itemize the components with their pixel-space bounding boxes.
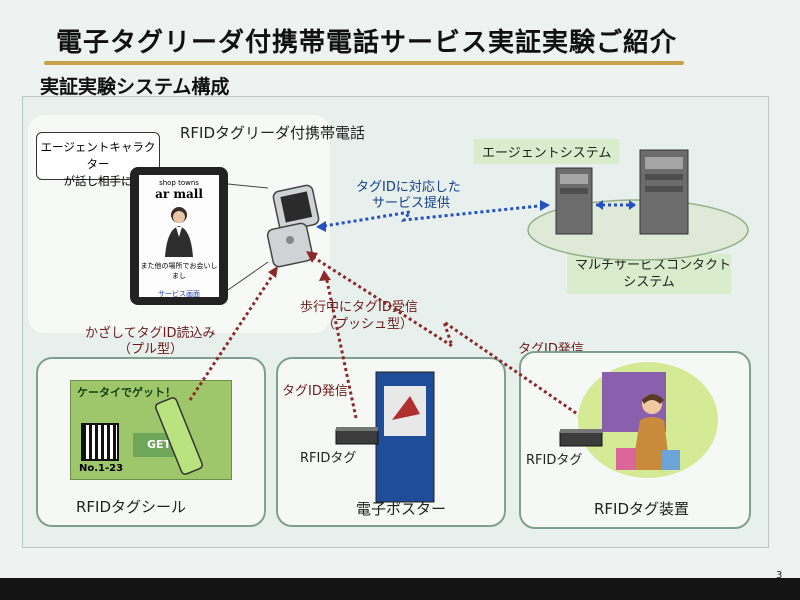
agent-bubble-line1: エージェントキャラクター <box>40 140 156 171</box>
tag-send-label-poster: タグID発信 <box>282 384 348 399</box>
handset-display: shop towns ar mall また他の場所でお会いしまし サービス画面 <box>139 175 219 297</box>
phone-label: RFIDタグリーダ付携帯電話 <box>180 124 366 142</box>
digital-poster-icon <box>375 371 435 503</box>
service-link-arrow <box>317 203 549 229</box>
rfid-reader-poster-icon <box>335 427 379 445</box>
handset-message: また他の場所でお会いしまし <box>140 262 218 280</box>
page-title: 電子タグリーダ付携帯電話サービス実証実験ご紹介 <box>56 28 678 58</box>
mall-title: ar mall <box>155 187 203 201</box>
handset-screen: shop towns ar mall また他の場所でお会いしまし サービス画面 <box>130 167 228 305</box>
seal-card-title: ケータイでゲット！ <box>77 386 176 399</box>
walking-label-2: （プッシュ型） <box>322 317 414 332</box>
multi-service-line2: システム <box>623 275 675 290</box>
pull-label-1: かざしてタグID読込み <box>85 326 216 341</box>
screen-pointer <box>227 261 269 291</box>
tag-seal-card: ケータイでゲット！ No.1-23 GET <box>70 380 232 480</box>
server-icon-right <box>639 149 689 235</box>
pull-label-2: （プル型） <box>118 342 184 357</box>
mobile-phone-icon <box>266 184 320 268</box>
multi-service-label: マルチサービスコンタクト システム <box>567 254 731 294</box>
slide: 電子タグリーダ付携帯電話サービス実証実験ご紹介 実証実験システム構成 RFIDタ… <box>0 0 800 580</box>
service-link-label-2: サービス提供 <box>372 196 451 211</box>
bubble-pointer <box>227 183 269 189</box>
title-underline <box>44 61 684 65</box>
service-link-label-1: タグIDに対応した <box>356 180 461 195</box>
poster-arrow <box>324 275 358 419</box>
pull-arrow <box>188 269 278 401</box>
mall-header: shop towns <box>159 179 199 187</box>
seal-label: RFIDタグシール <box>76 498 187 516</box>
agent-character-icon <box>165 207 193 257</box>
device-tag-label: RFIDタグ <box>526 453 583 468</box>
diagram-graphics <box>155 149 749 503</box>
seal-number: No.1-23 <box>79 463 124 474</box>
push-arrow <box>309 253 587 422</box>
shopper-woman-icon <box>616 394 680 470</box>
server-icon-left <box>555 167 593 235</box>
agent-bubble-line2: が話し相手に <box>63 174 133 188</box>
device-label: RFIDタグ装置 <box>594 500 690 518</box>
agent-speech-bubble: エージェントキャラクター が話し相手に <box>36 132 160 188</box>
rfid-reader-device-icon <box>559 429 603 447</box>
section-subtitle: 実証実験システム構成 <box>40 76 230 98</box>
qr-code-icon <box>81 423 119 461</box>
hand-phone-icon <box>155 397 203 475</box>
screen-bottom-edge <box>0 578 800 600</box>
walking-label-1: 歩行中にタグID受信 <box>300 300 418 315</box>
multi-service-line1: マルチサービスコンタクト <box>575 258 732 273</box>
service-link[interactable]: サービス画面 <box>158 290 200 297</box>
poster-label: 電子ポスター <box>356 500 447 518</box>
page-number: 3 <box>776 570 783 580</box>
poster-tag-label: RFIDタグ <box>300 451 357 466</box>
agent-system-label: エージェントシステム <box>474 139 620 164</box>
